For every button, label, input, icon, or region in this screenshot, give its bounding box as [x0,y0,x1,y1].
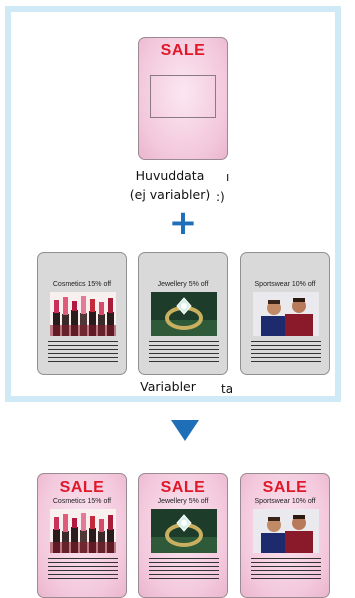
text-line [251,341,321,342]
text-line [149,341,219,342]
two-men-image [253,509,319,553]
output-text-lines [48,558,118,582]
text-line [48,361,118,362]
lipsticks-image [50,292,116,336]
text-line [149,578,219,579]
text-line [48,341,118,342]
text-line [48,570,118,571]
text-line [251,361,321,362]
output-photo [151,509,217,553]
master-label-line2: (ej variabler) [129,187,211,202]
text-line [48,349,118,350]
text-line [251,353,321,354]
master-page-card: SALE [138,37,228,160]
variable-text-lines [251,341,321,365]
output-card-2: SALE Jewellery 5% off [138,473,228,598]
plus-icon: + [168,203,198,243]
text-line [149,558,219,559]
text-line [149,570,219,571]
variable-photo [253,292,319,336]
master-image-placeholder [150,75,216,118]
variables-label: Variabler [140,379,196,394]
output-photo [50,509,116,553]
text-line [48,562,118,563]
text-line [48,345,118,346]
two-men-image [253,292,319,336]
ring-image [151,292,217,336]
ring-image [151,509,217,553]
down-arrow-icon [171,420,199,441]
variable-photo [50,292,116,336]
variable-card-3: Sportswear 10% off [240,252,330,375]
output-sale-text: SALE [160,479,206,496]
lipsticks-image [50,509,116,553]
variable-text-lines [149,341,219,365]
ghost-text-fragment: ta [221,382,234,396]
output-text-lines [251,558,321,582]
text-line [251,558,321,559]
master-label-line1: Huvuddata [135,168,205,183]
text-line [251,349,321,350]
text-line [149,566,219,567]
text-line [251,562,321,563]
text-line [48,357,118,358]
text-line [48,558,118,559]
output-text-lines [149,558,219,582]
ghost-text-fragment: :) [216,190,225,204]
output-sale-text: SALE [59,479,105,496]
text-line [251,357,321,358]
output-photo [253,509,319,553]
output-caption: Sportswear 10% off [254,498,316,505]
text-line [149,357,219,358]
variable-card-1: Cosmetics 15% off [37,252,127,375]
text-line [149,353,219,354]
output-caption: Jewellery 5% off [157,498,209,505]
text-line [149,345,219,346]
ghost-text-fragment: ı [226,170,230,184]
text-line [48,578,118,579]
output-card-1: SALE Cosmetics 15% off [37,473,127,598]
text-line [149,349,219,350]
variable-caption: Cosmetics 15% off [52,281,112,288]
input-frame [5,6,341,402]
variable-text-lines [48,341,118,365]
text-line [149,574,219,575]
output-card-3: SALE Sportswear 10% off [240,473,330,598]
master-sale-text: SALE [160,42,206,59]
text-line [251,570,321,571]
text-line [251,345,321,346]
variable-caption: Jewellery 5% off [157,281,209,288]
text-line [251,566,321,567]
output-sale-text: SALE [262,479,308,496]
variable-photo [151,292,217,336]
output-caption: Cosmetics 15% off [52,498,112,505]
text-line [251,578,321,579]
text-line [149,562,219,563]
text-line [48,574,118,575]
text-line [48,353,118,354]
variable-card-2: Jewellery 5% off [138,252,228,375]
text-line [48,566,118,567]
master-label: Huvuddata (ej variabler) [110,166,230,204]
text-line [149,361,219,362]
variable-caption: Sportswear 10% off [254,281,316,288]
text-line [251,574,321,575]
